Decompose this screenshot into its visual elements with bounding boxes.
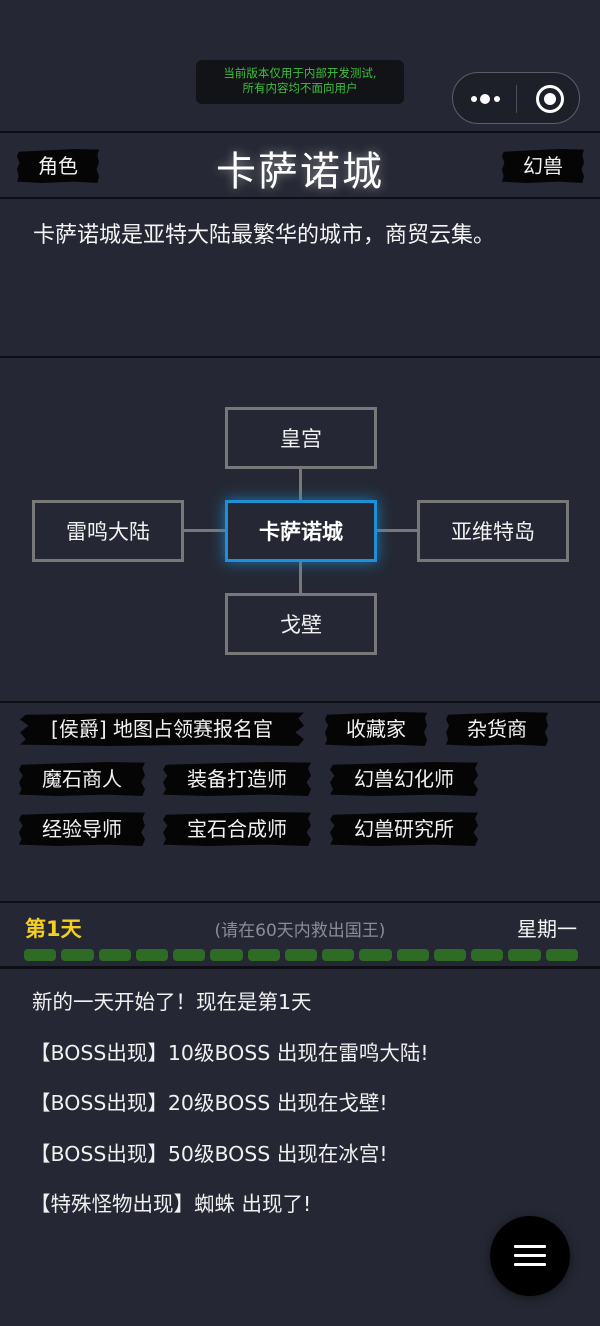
map-node-current: 卡萨诺城 [225, 500, 377, 562]
event-log: 新的一天开始了！现在是第1天 【BOSS出现】10级BOSS 出现在雷鸣大陆! … [0, 969, 600, 1222]
title-bar: 角色 卡萨诺城 幻兽 [0, 131, 600, 199]
progress-segment [471, 949, 504, 961]
capsule-divider [516, 85, 517, 113]
progress-segment [61, 949, 94, 961]
progress-segment [545, 949, 578, 961]
beast-tab-button[interactable]: 幻兽 [502, 149, 584, 183]
weekday-label: 星期一 [517, 917, 577, 941]
npc-button[interactable]: 魔石商人 [19, 762, 145, 796]
map-connector-south [299, 558, 302, 594]
progress-segment [359, 949, 392, 961]
progress-segment [322, 949, 355, 961]
more-dots-icon[interactable] [471, 90, 501, 108]
log-entry: 【BOSS出现】20级BOSS 出现在戈壁! [30, 1091, 388, 1115]
progress-segment [508, 949, 541, 961]
map-connector-north [299, 466, 302, 502]
log-entry: 【BOSS出现】10级BOSS 出现在雷鸣大陆! [30, 1040, 429, 1065]
npc-button[interactable]: 幻兽幻化师 [330, 762, 478, 796]
location-description: 卡萨诺城是亚特大陆最繁华的城市，商贸云集。 [0, 199, 600, 358]
npc-button[interactable]: 经验导师 [19, 812, 145, 846]
system-top-bar: 当前版本仅用于内部开发测试, 所有内容均不面向用户 [0, 0, 600, 132]
progress-segment [433, 949, 467, 961]
dev-banner-line1: 当前版本仅用于内部开发测试, [223, 66, 377, 80]
map-node-east[interactable]: 亚维特岛 [417, 500, 569, 562]
npc-button[interactable]: 杂货商 [446, 712, 548, 746]
progress-segment [98, 949, 131, 961]
map-connector-west [183, 529, 226, 532]
progress-segment [284, 949, 318, 961]
close-target-icon[interactable] [536, 85, 564, 113]
goal-hint: (请在60天内救出国王) [214, 921, 386, 941]
map-node-south[interactable]: 戈壁 [225, 593, 377, 655]
progress-segment [173, 949, 206, 961]
map-node-west[interactable]: 雷鸣大陆 [32, 500, 184, 562]
progress-segment [135, 949, 169, 961]
progress-segment [24, 949, 57, 961]
progress-segment [210, 949, 243, 961]
progress-segment [247, 949, 280, 961]
npc-button[interactable]: 收藏家 [325, 712, 427, 746]
npc-button[interactable]: 宝石合成师 [163, 812, 311, 846]
npc-list: [侯爵] 地图占领赛报名官 收藏家 杂货商 魔石商人 装备打造师 幻兽幻化师 经… [0, 703, 600, 903]
page-title: 卡萨诺城 [216, 149, 384, 195]
mini-program-capsule [452, 72, 580, 124]
map-node-north[interactable]: 皇宫 [225, 407, 377, 469]
log-entry: 【特殊怪物出现】蜘蛛 出现了! [30, 1192, 312, 1216]
log-entry: 新的一天开始了！现在是第1天 [32, 990, 312, 1014]
log-entry: 【BOSS出现】50级BOSS 出现在冰宫! [30, 1141, 388, 1166]
day-progress-bar [24, 949, 578, 961]
progress-segment [396, 949, 429, 961]
day-status-bar: 第1天 (请在60天内救出国王) 星期一 [0, 903, 600, 969]
map-connector-east [375, 529, 418, 532]
role-tab-button[interactable]: 角色 [17, 149, 99, 183]
npc-button[interactable]: [侯爵] 地图占领赛报名官 [20, 712, 304, 746]
npc-button[interactable]: 装备打造师 [163, 762, 311, 796]
dev-banner-line2: 所有内容均不面向用户 [242, 81, 358, 95]
npc-button[interactable]: 幻兽研究所 [330, 812, 478, 846]
location-map: 皇宫 雷鸣大陆 卡萨诺城 亚维特岛 戈壁 [0, 358, 600, 703]
dev-test-banner: 当前版本仅用于内部开发测试, 所有内容均不面向用户 [196, 60, 404, 104]
current-day-label: 第1天 [25, 917, 82, 941]
menu-fab-button[interactable] [490, 1216, 570, 1296]
